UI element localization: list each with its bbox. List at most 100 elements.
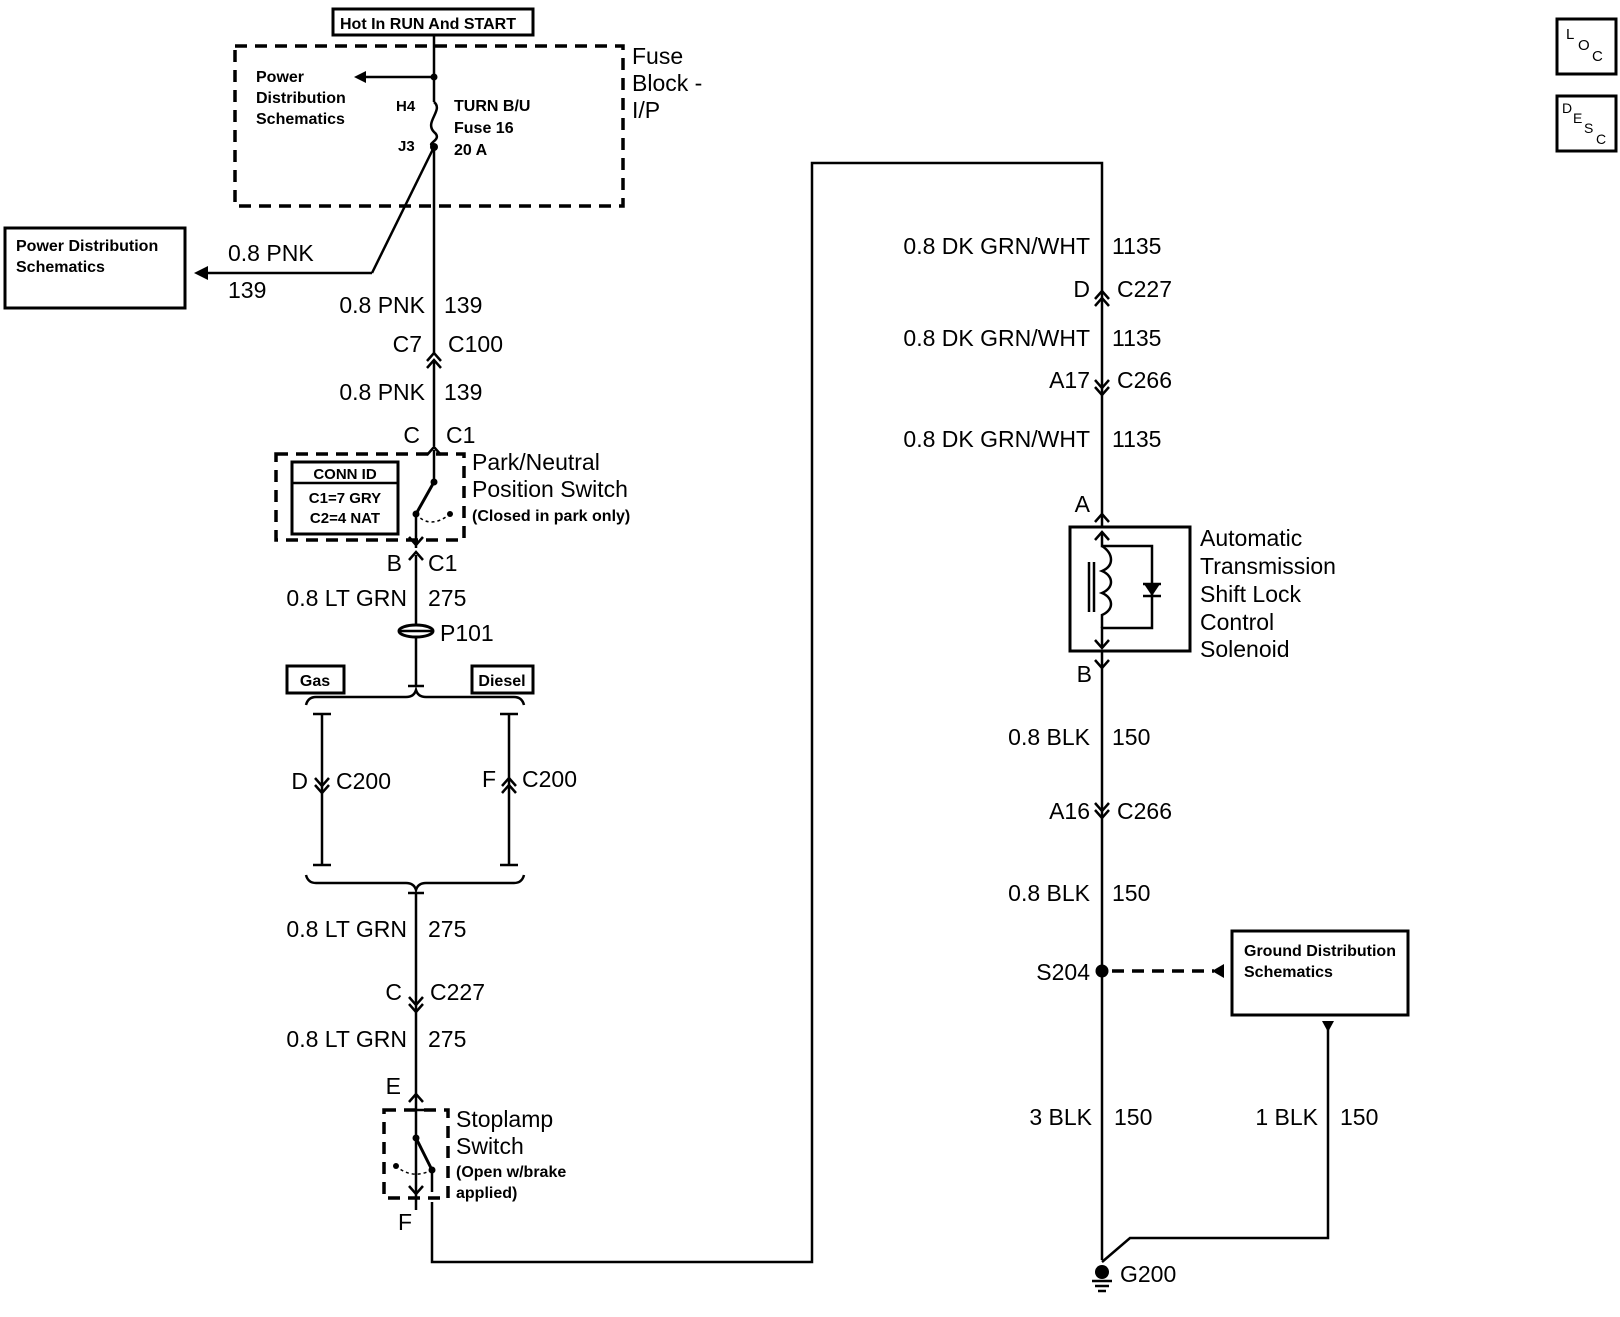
option-bottom-brace (304, 874, 526, 895)
fuse-name: TURN B/U (454, 98, 530, 115)
stoplamp-note-1: (Open w/brake (456, 1164, 566, 1181)
g200-label: G200 (1120, 1261, 1176, 1287)
c266-a16-connector (1094, 802, 1110, 820)
solenoid-title-1: Automatic (1200, 525, 1302, 551)
fuse-pin-j3: J3 (398, 138, 415, 155)
right-w6-circuit: 150 (1114, 1104, 1152, 1130)
stoplamp-pin-f: F (398, 1209, 412, 1235)
solenoid-pin-a: A (1075, 491, 1091, 517)
right-w7-color: 1 BLK (1255, 1104, 1318, 1130)
stoplamp-title-1: Stoplamp (456, 1106, 553, 1132)
ground-dist-marker (1322, 1021, 1334, 1032)
fuse-block-title-1: Fuse (632, 43, 683, 69)
pnp-travel-arc (415, 513, 451, 523)
loc-icon[interactable]: L O C (1555, 17, 1618, 76)
branch-wire-color: 0.8 PNK (228, 240, 314, 266)
fuse-block-outline (233, 44, 625, 208)
right-w5-color: 0.8 BLK (1008, 880, 1090, 906)
pnp-out-connector (408, 536, 424, 547)
right-w1-circuit: 1135 (1112, 233, 1161, 259)
ground-distribution-line-1: Ground Distribution (1244, 943, 1396, 960)
left-w3-circuit: 275 (428, 585, 466, 611)
p101-label: P101 (440, 620, 494, 646)
pnp-switch-blade (414, 481, 436, 515)
right-w3-circuit: 1135 (1112, 426, 1161, 452)
fuse-rating: 20 A (454, 142, 488, 159)
fuse-block-title-3: I/P (632, 97, 660, 123)
c266-a16-id: C266 (1117, 798, 1172, 824)
loc-icon-c: C (1592, 48, 1603, 65)
solenoid-title-3: Shift Lock (1200, 581, 1301, 607)
desc-icon-c: C (1596, 131, 1606, 147)
ground-distribution-box (1230, 929, 1410, 1017)
conn-id-box (290, 460, 400, 536)
c1-b-connector (408, 550, 424, 561)
wire-bridge-to-solenoid (430, 161, 1104, 1264)
loc-icon-frame (1555, 17, 1618, 76)
c227-left-connector (408, 996, 424, 1014)
solenoid-in-connector (1094, 512, 1110, 523)
fuse-pd-arrowhead (354, 71, 366, 83)
solenoid-title-2: Transmission (1200, 553, 1336, 579)
power-dist-arrowhead (194, 266, 208, 280)
conn-id-c1: C1=7 GRY (309, 490, 381, 507)
left-w5-color: 0.8 LT GRN (286, 1026, 407, 1052)
pnp-title-2: Position Switch (472, 476, 628, 502)
desc-icon-frame (1555, 94, 1618, 153)
solenoid-title-4: Control (1200, 609, 1274, 635)
c227-left-pin: C (385, 979, 402, 1005)
right-w2-circuit: 1135 (1112, 325, 1161, 351)
conn-id-title: CONN ID (313, 466, 377, 483)
solenoid-coil (1098, 544, 1113, 628)
c200-gas-pin: D (291, 768, 308, 794)
c100-pin: C7 (393, 331, 422, 357)
stoplamp-pin-e: E (386, 1073, 401, 1099)
power-distribution-line-1: Power Distribution (16, 238, 158, 255)
fuse-junction-dot (430, 73, 438, 81)
wire-branch-diagonal (370, 146, 436, 274)
right-w5-circuit: 150 (1112, 880, 1150, 906)
wire-1blk-150 (1101, 1028, 1330, 1263)
right-w2-color: 0.8 DK GRN/WHT (903, 325, 1090, 351)
c200-diesel-id: C200 (522, 766, 577, 792)
c266-a17-pin: A17 (1049, 367, 1090, 393)
c200-diesel-pin: F (482, 766, 496, 792)
stoplamp-travel-arc (395, 1165, 433, 1175)
c227-right-connector (1094, 289, 1110, 307)
s204-splice-dot (1095, 964, 1109, 978)
option-top-brace (304, 685, 526, 706)
c227-left-id: C227 (430, 979, 485, 1005)
desc-icon-s: S (1584, 120, 1593, 136)
right-w6-color: 3 BLK (1029, 1104, 1092, 1130)
branch-wire-circuit: 139 (228, 277, 266, 303)
g200-ground-dot (1095, 1265, 1109, 1279)
desc-icon-d: D (1562, 100, 1572, 116)
left-w4-color: 0.8 LT GRN (286, 916, 407, 942)
left-w4-circuit: 275 (428, 916, 466, 942)
loc-icon-o: O (1578, 37, 1590, 54)
diesel-option-box (470, 664, 535, 695)
pnp-in-connector (426, 445, 442, 456)
c200-gas-connector (314, 777, 330, 795)
right-w7-circuit: 150 (1340, 1104, 1378, 1130)
solenoid-inner-bottom-arrow (1094, 639, 1110, 650)
solenoid-pin-b: B (1077, 661, 1092, 687)
desc-icon-e: E (1573, 110, 1582, 126)
fuse-element (429, 101, 439, 148)
fuse-pd-line-2: Distribution (256, 90, 346, 107)
pnp-pin-c: C (403, 422, 420, 448)
c266-a16-pin: A16 (1049, 798, 1090, 824)
left-w2-circuit: 139 (444, 379, 482, 405)
c100-id: C100 (448, 331, 503, 357)
c200-diesel-connector (501, 776, 517, 794)
c227-right-id: C227 (1117, 276, 1172, 302)
stoplamp-contact-open (393, 1163, 399, 1169)
power-distribution-line-2: Schematics (16, 259, 105, 276)
desc-icon[interactable]: D E S C (1555, 94, 1618, 153)
stoplamp-title-2: Switch (456, 1133, 524, 1159)
fuse-pin-h4: H4 (396, 98, 416, 115)
ground-ref-arrowhead (1212, 964, 1224, 978)
diesel-option-label: Diesel (478, 673, 525, 690)
power-distribution-box (3, 226, 187, 310)
